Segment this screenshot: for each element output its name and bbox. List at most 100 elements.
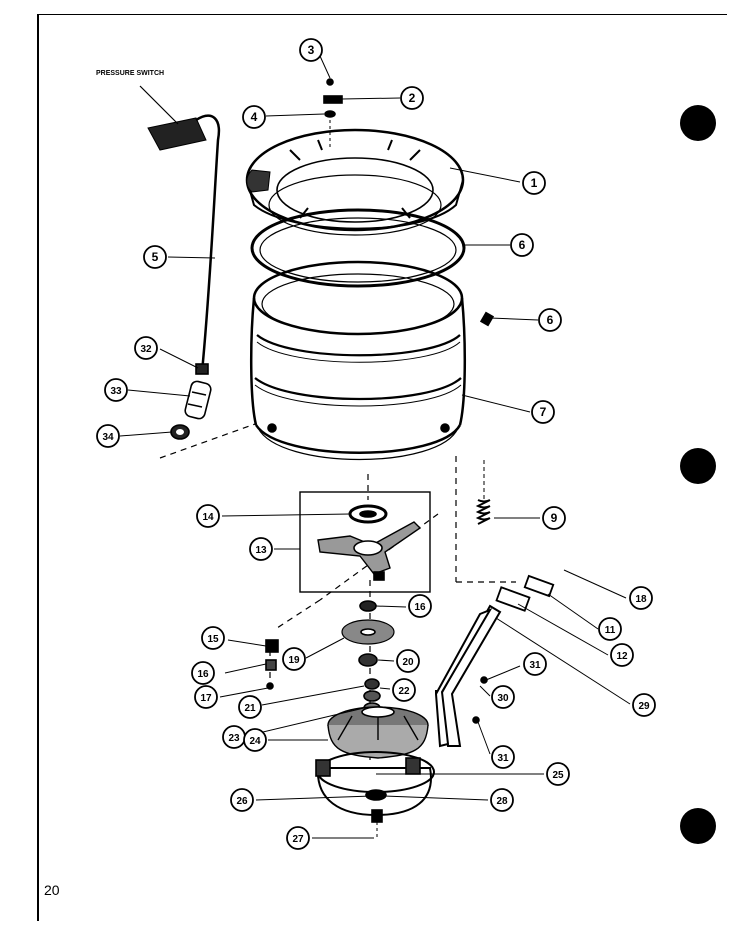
callout-c31a: 31 [523,652,547,676]
callout-number: 4 [251,110,258,124]
callout-bubble [629,586,653,610]
callout-bubble [598,617,622,641]
page-frame [37,14,727,921]
drive-parts [341,600,395,714]
callout-number: 28 [496,796,508,807]
callout-bubble [196,504,220,528]
callout-bubble [282,647,306,671]
callout-bubble [238,695,262,719]
tub-spring [475,460,491,525]
suspension-bracket [434,574,555,748]
callout-number: 30 [497,693,509,704]
callout-c25: 25 [546,762,570,786]
callout-bubble [523,652,547,676]
callout-number: 33 [110,386,122,397]
callout-bubble [201,626,225,650]
callout-c17: 17 [194,685,218,709]
binder-hole-middle [680,448,716,484]
callout-c19: 19 [282,647,306,671]
callout-c24: 24 [243,728,267,752]
callout-number: 15 [207,634,219,645]
page-number: 20 [44,882,60,898]
callout-bubble [491,745,515,769]
callout-number: 23 [228,733,240,744]
callout-c4: 4 [242,105,266,129]
callout-bubble [610,643,634,667]
callout-bubble [104,378,128,402]
callout-number: 31 [529,660,541,671]
callout-c16b: 16 [191,661,215,685]
callout-c7: 7 [531,400,555,424]
callout-c20: 20 [396,649,420,673]
callout-number: 32 [140,344,152,355]
callout-bubble [230,788,254,812]
callout-c11: 11 [598,617,622,641]
callout-bubble [242,105,266,129]
callout-number: 13 [255,545,267,556]
callout-bubble [191,661,215,685]
callout-c23: 23 [222,725,246,749]
callout-c6b: 6 [538,308,562,332]
callout-bubble [546,762,570,786]
callout-number: 29 [638,701,650,712]
callout-number: 3 [308,43,315,57]
callout-bubble [490,788,514,812]
callout-c16a: 16 [408,594,432,618]
pressure-switch [139,85,221,373]
callout-number: 34 [102,432,114,443]
callout-leaders [119,55,631,839]
callout-number: 31 [497,753,509,764]
callout-bubble [396,649,420,673]
side-hardware [265,639,279,690]
hose-parts [159,363,256,459]
callout-c28: 28 [490,788,514,812]
callout-bubble [400,86,424,110]
callout-bubble [249,537,273,561]
callout-number: 5 [152,250,159,264]
callout-bubble [96,424,120,448]
callout-number: 26 [236,796,248,807]
callout-c6a: 6 [510,233,534,257]
callout-bubble [392,678,416,702]
binder-hole-bottom [680,808,716,844]
callout-number: 12 [616,651,628,662]
callout-bubble [143,245,167,269]
callout-number: 16 [414,602,426,613]
callout-number: 14 [202,512,214,523]
callout-c29: 29 [632,693,656,717]
callout-bubble [542,506,566,530]
callout-layer: 3241566732333414139181615191112162017222… [96,38,656,850]
callout-bubble [491,685,515,709]
transmission-housing [327,706,429,759]
callout-number: 21 [244,703,256,714]
callout-bubble [243,728,267,752]
callout-number: 11 [605,625,616,636]
callout-c2: 2 [400,86,424,110]
callout-c21: 21 [238,695,262,719]
tub-gasket [250,208,466,288]
top-hardware [323,78,343,148]
hub-assembly-box [299,491,431,593]
callout-c22: 22 [392,678,416,702]
outer-tub [249,260,495,461]
binder-hole-top [680,105,716,141]
callout-number: 9 [551,511,558,525]
callout-bubble [194,685,218,709]
callout-number: 7 [540,405,547,419]
callout-bubble [408,594,432,618]
callout-number: 6 [547,313,554,327]
callout-c34: 34 [96,424,120,448]
callout-bubble [286,826,310,850]
base-pan [315,751,435,840]
callout-bubble [522,171,546,195]
callout-number: 24 [249,736,261,747]
callout-c12: 12 [610,643,634,667]
callout-bubble [299,38,323,62]
callout-c14: 14 [196,504,220,528]
callout-bubble [134,336,158,360]
callout-number: 18 [635,594,647,605]
callout-number: 2 [409,91,416,105]
callout-bubble [531,400,555,424]
callout-c3: 3 [299,38,323,62]
